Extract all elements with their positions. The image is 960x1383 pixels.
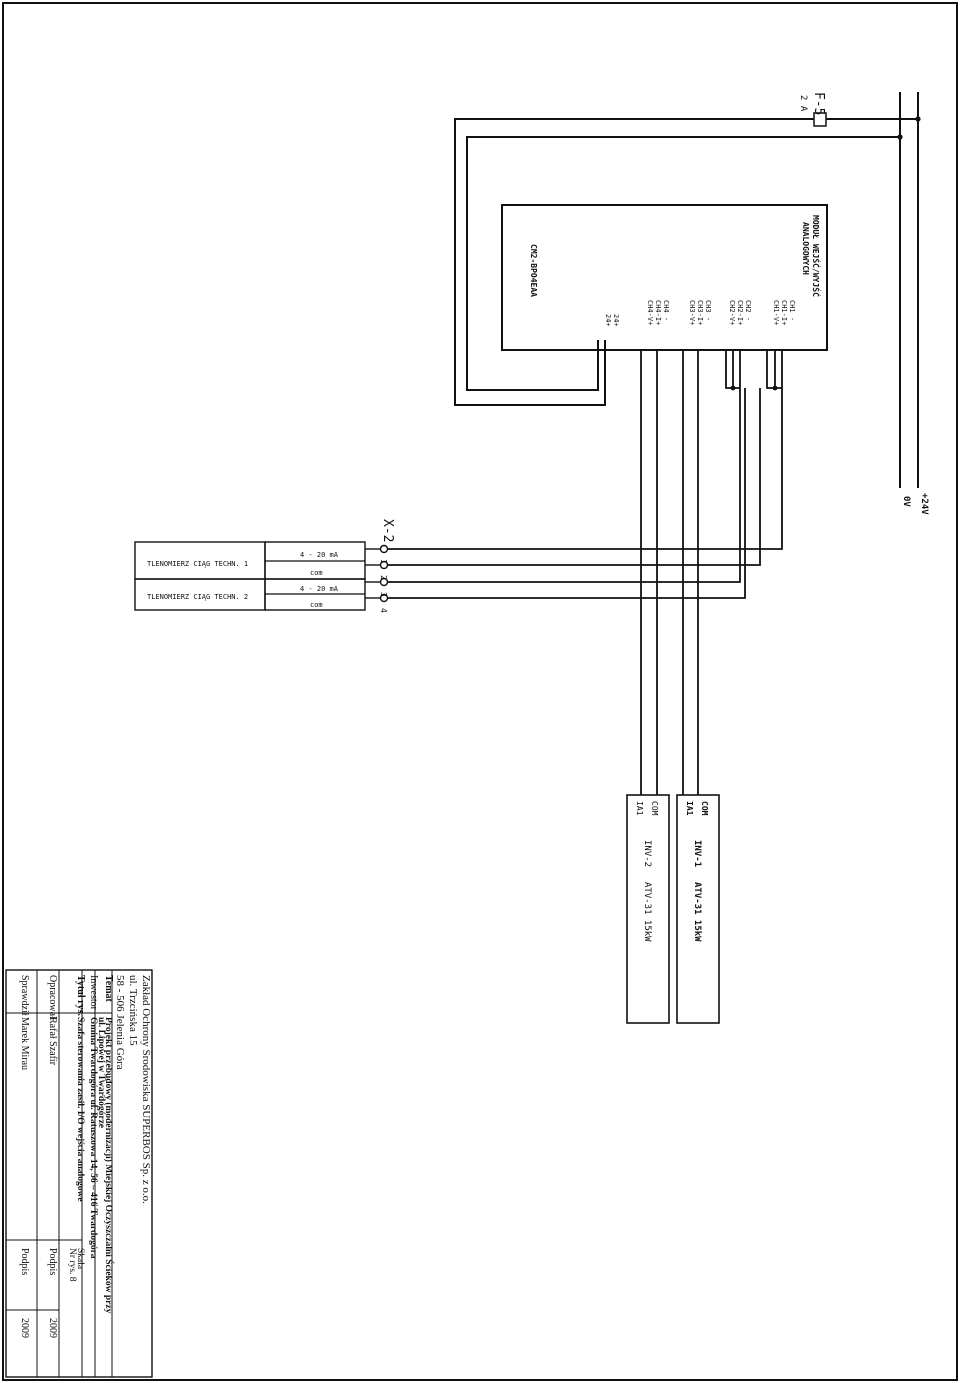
power-rails	[899, 92, 919, 488]
inverter-1-name: INV-1	[692, 840, 702, 867]
inverter-1: COM IA1 INV-1 ATV-31 15kW	[676, 794, 720, 1024]
company-name: Zakład Ochrony Środowiska SUPERBOS Sp. z…	[140, 975, 152, 1204]
module-pin-labels: CH1 - CH1-I+ CH1-V+ CH2 - CH2-I+ CH2-V+ …	[604, 300, 796, 327]
inverter-1-model: ATV-31 15kW	[692, 882, 702, 942]
drawing-title-value: Szafa sterowania zasil. I/O wejścia anal…	[75, 1017, 85, 1202]
fuse-label: F-5	[811, 92, 826, 115]
checked-label: Sprawdził	[19, 975, 30, 1016]
pin-ch1-i: CH1-I+	[780, 300, 788, 325]
inverter-2-name: INV-2	[642, 840, 652, 867]
drawing-title-label: Tytuł rys.	[75, 975, 86, 1016]
terminal-pin-4-label: 4	[379, 608, 388, 613]
module-code: CM2-BPO4EAA	[529, 244, 538, 297]
pin-ch3-v: CH3-V+	[688, 300, 696, 325]
prepared-label: Opracował	[47, 975, 58, 1019]
year-1: 2009	[47, 1318, 58, 1338]
pin-ch4-v: CH4-V+	[646, 300, 654, 325]
sensor-2-signal: 4 - 20 mA	[300, 585, 339, 593]
signature-label-2: Podpis	[19, 1248, 30, 1275]
prepared-by: Rafał Szafir	[47, 1017, 58, 1066]
company-city: 58 - 506 Jelenia Góra	[114, 975, 126, 1070]
pin-24-plus-b: 24+	[604, 314, 612, 327]
sensor-block-2: TLENOMIERZ CIĄG TECHN. 2 4 - 20 mA com	[134, 578, 366, 611]
investor-value: Gmina Twardogóra ul. Ratuszowa 14, 56 – …	[88, 1017, 98, 1259]
investor-label: Inwestor	[88, 975, 99, 1011]
analog-io-module	[501, 204, 828, 351]
junction-ch2	[730, 385, 736, 391]
inverter-2-com: COM	[650, 801, 659, 816]
junction-zero	[897, 134, 903, 140]
module-title-line2: ANALOGOWYCH	[801, 222, 810, 275]
inverter-1-com: COM	[700, 801, 709, 816]
topic-label: Temat	[103, 975, 114, 1003]
inverter-2-model: ATV-31 15kW	[642, 882, 652, 942]
title-block: Zakład Ochrony Środowiska SUPERBOS Sp. z…	[5, 969, 153, 1378]
sensor-2-name: TLENOMIERZ CIĄG TECHN. 2	[147, 593, 248, 601]
terminal-pin-1-label: 1	[379, 559, 388, 564]
pin-ch3-i: CH3-I+	[696, 300, 704, 325]
inverter-2-ai: IA1	[635, 801, 644, 816]
topic-line2: ul. Lipowej w Twardogórze	[96, 1017, 106, 1128]
pin-ch2-minus: CH2 -	[744, 300, 752, 321]
terminal-pin-2	[379, 560, 389, 570]
pin-ch1-minus: CH1 -	[788, 300, 796, 321]
sensor-1-signal: 4 - 20 mA	[300, 551, 339, 559]
sensor-wiring	[365, 548, 380, 599]
signature-label-1: Podpis	[47, 1248, 58, 1275]
drawing-number: Nr rys. 8	[67, 1248, 77, 1282]
inverter-1-ai: IA1	[685, 801, 694, 816]
checked-by: Marek Mirau	[19, 1017, 30, 1070]
rail-plus-label: +24V	[919, 493, 929, 515]
fuse-rating: 2 A	[798, 95, 808, 112]
scale-label: Skala	[75, 1248, 85, 1270]
terminal-pin-3-label: 3	[379, 592, 388, 597]
terminal-pin-4	[379, 593, 389, 603]
terminal-pin-2-label: 2	[379, 575, 388, 580]
junction-ch1	[772, 385, 778, 391]
junction-plus	[915, 116, 921, 122]
terminal-pin-3	[379, 577, 389, 587]
pin-ch2-v: CH2-V+	[728, 300, 736, 325]
pin-24-plus-a: 24+	[612, 314, 620, 327]
company-street: ul. Trzcińska 15	[127, 975, 139, 1046]
module-supply-wiring	[454, 118, 918, 406]
pin-ch1-v: CH1-V+	[772, 300, 780, 325]
pin-ch4-minus: CH4 -	[662, 300, 670, 321]
sensor-2-common: com	[310, 601, 323, 609]
signal-wiring	[387, 350, 783, 795]
rail-zero-label: 0V	[901, 496, 911, 507]
terminal-pin-1	[379, 544, 389, 554]
sensor-1-common: com	[310, 569, 323, 577]
terminal-x2-label: X-2	[380, 519, 395, 542]
topic-line1: Projekt przebudowy (modernizacji) Miejsk…	[103, 1017, 115, 1314]
module-title-line1: MODUŁ WEJŚĆ/WYJŚĆ	[811, 215, 822, 297]
terminal-x2	[379, 544, 389, 603]
pin-ch4-i: CH4-I+	[654, 300, 662, 325]
pin-ch2-i: CH2-I+	[736, 300, 744, 325]
sensor-block-1: TLENOMIERZ CIĄG TECHN. 1 4 - 20 mA com	[134, 541, 366, 580]
inverter-2: COM IA1 INV-2 ATV-31 15kW	[626, 794, 670, 1024]
sensor-1-name: TLENOMIERZ CIĄG TECHN. 1	[147, 560, 248, 568]
year-2: 2009	[19, 1318, 30, 1338]
pin-ch3-minus: CH3 -	[704, 300, 712, 321]
